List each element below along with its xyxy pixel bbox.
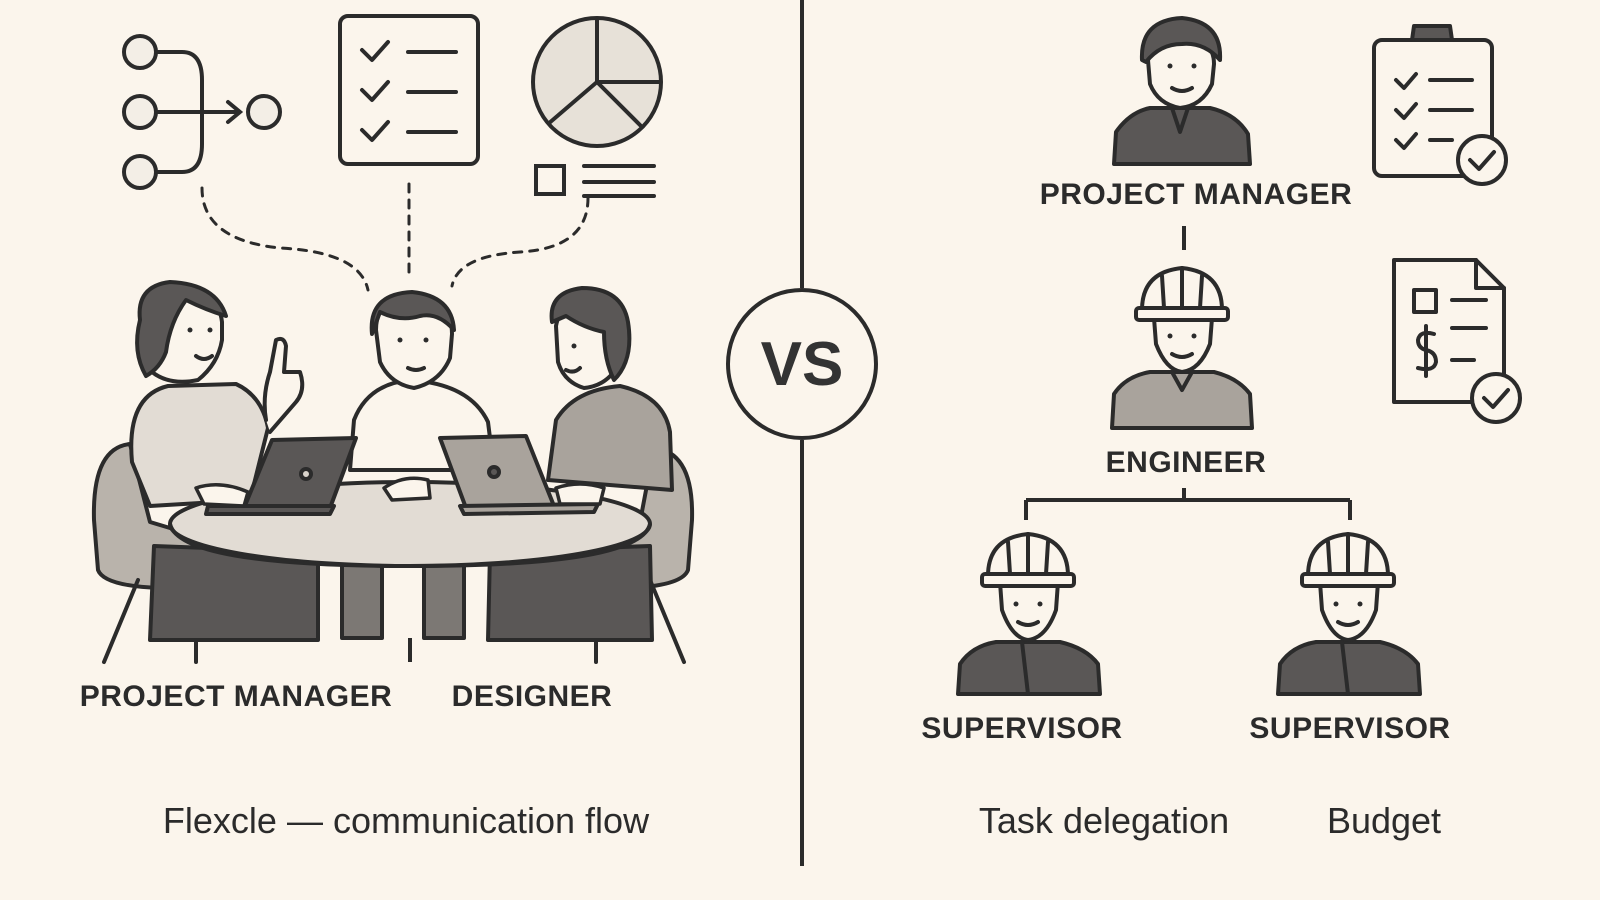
project-manager-figure: [1112, 16, 1252, 166]
checklist-icon: [338, 14, 480, 166]
pie-chart-icon: [531, 16, 663, 148]
right-role-project-manager: PROJECT MANAGER: [1039, 178, 1353, 211]
vs-badge: VS: [760, 329, 844, 399]
left-caption: Flexcle — communication flow: [162, 800, 650, 841]
legend-icon: [534, 164, 656, 198]
caption-budget: Budget: [1326, 800, 1442, 841]
left-role-designer: DESIGNER: [451, 680, 613, 713]
engineer-figure: [1110, 266, 1254, 430]
supervisor-left-figure: [956, 532, 1102, 696]
right-role-supervisor-right: SUPERVISOR: [1249, 712, 1451, 745]
flow-chart-icon: [122, 34, 282, 190]
hands: [194, 476, 606, 508]
clipboard-check-icon: [1372, 24, 1508, 186]
person-designer: [546, 286, 674, 492]
supervisor-right-figure: [1276, 532, 1422, 696]
caption-task-delegation: Task delegation: [978, 800, 1230, 841]
laptop-icon: [204, 434, 600, 516]
right-role-supervisor-left: SUPERVISOR: [921, 712, 1123, 745]
vs-divider: [726, 0, 878, 866]
right-role-engineer: ENGINEER: [1105, 446, 1267, 479]
dashed-connector: [200, 182, 590, 292]
budget-document-icon: [1392, 258, 1522, 424]
left-role-project-manager: PROJECT MANAGER: [79, 680, 393, 713]
person-project-manager: [129, 280, 305, 508]
org-connector-branches: [1024, 488, 1352, 520]
